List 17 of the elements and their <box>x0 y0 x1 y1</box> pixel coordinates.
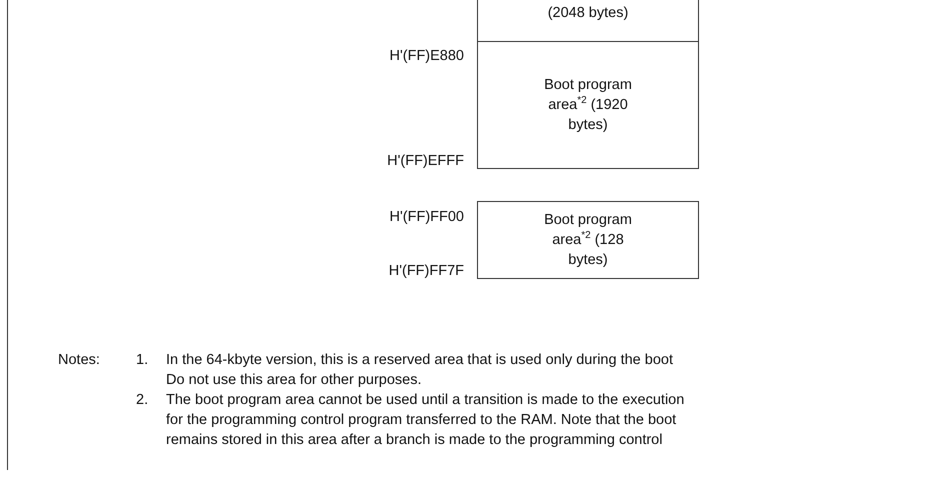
address-label: H'(FF)FF7F <box>388 262 464 281</box>
note-text: Do not use this area for other purposes. <box>166 371 422 390</box>
note-text: In the 64-kbyte version, this is a reserved area that is used only during the boot <box>166 351 673 370</box>
address-label: H'(FF)EFFF <box>387 152 464 171</box>
note-text: The boot program area cannot be used until a transition is made to the execution <box>166 391 684 410</box>
note-text: for the programming control program transferred to the RAM. Note that the boot <box>166 411 676 430</box>
note-text: remains stored in this area after a branch is made to the programming control <box>166 431 662 450</box>
address-label: H'(FF)FF00 <box>390 208 464 227</box>
address-label: H'(FF)E880 <box>390 47 464 66</box>
memory-area-box <box>477 41 699 169</box>
notes-heading: Notes: <box>58 351 100 370</box>
memory-area-box <box>477 201 699 279</box>
area-label: Boot program area$^{*2}$ (128 bytes) <box>543 211 633 270</box>
area-label: (2048 bytes) <box>548 4 628 23</box>
area-label: Boot program area$^{*2}$ (1920 bytes) <box>543 76 633 134</box>
note-number: 1. <box>136 351 148 370</box>
note-number: 2. <box>136 391 148 410</box>
